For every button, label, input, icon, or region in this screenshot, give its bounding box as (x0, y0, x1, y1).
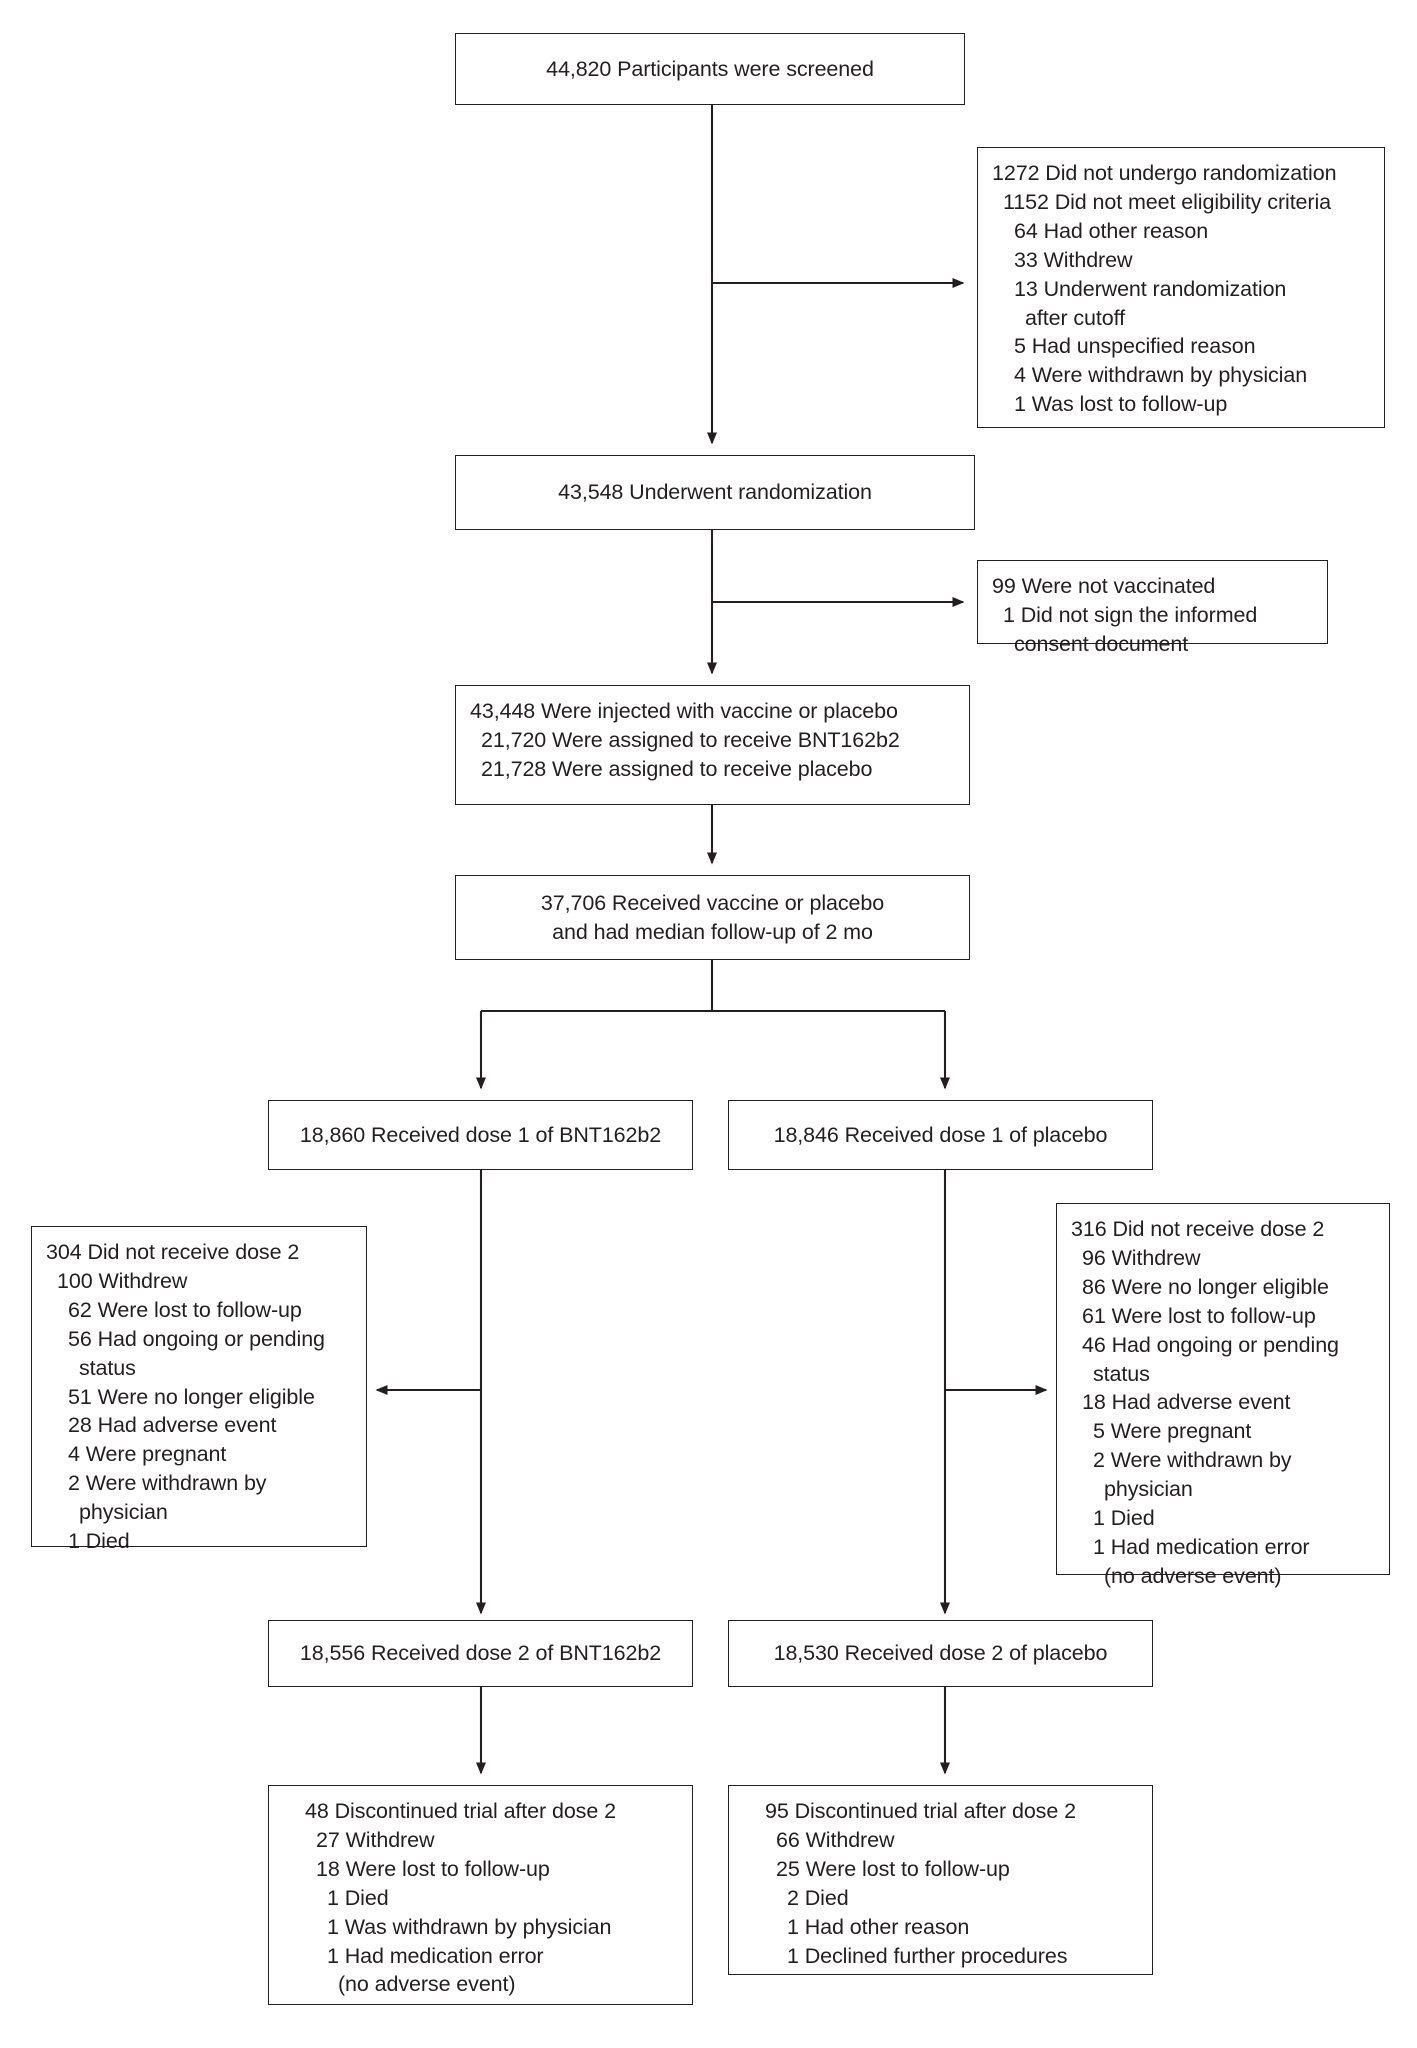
node-line: 1 Declined further procedures (787, 1943, 1068, 1968)
node-screened-text: 44,820 Participants were screened (546, 55, 874, 84)
node-line: 100 Withdrew (57, 1268, 188, 1293)
node-line: 43,448 Were injected with vaccine or pla… (470, 699, 898, 723)
node-line: 21,720 Were assigned to receive BNT162b2 (481, 727, 900, 752)
node-line: 64 Had other reason (1014, 218, 1209, 243)
node-line: 43,548 Underwent randomization (558, 480, 872, 505)
node-not-randomized: 1272 Did not undergo randomization 1152 D… (977, 147, 1385, 428)
node-no-dose2-vaccine-text: 304 Did not receive dose 2 100 Withdrew 62… (46, 1238, 354, 1556)
node-line: 51 Were no longer eligible (68, 1384, 315, 1409)
node-no-dose2-placebo: 316 Did not receive dose 2 96 Withdrew 86 … (1056, 1203, 1390, 1588)
node-line: 5 Were pregnant (1093, 1419, 1252, 1444)
node-line: 86 Were no longer eligible (1082, 1274, 1329, 1299)
node-line: 61 Were lost to follow-up (1082, 1303, 1316, 1328)
node-line: 48 Discontinued trial after dose 2 (305, 1799, 616, 1823)
node-dose1-placebo-text: 18,846 Received dose 1 of placebo (774, 1121, 1108, 1150)
node-dose2-placebo-text: 18,530 Received dose 2 of placebo (774, 1639, 1108, 1668)
node-line: 44,820 Participants were screened (546, 56, 874, 81)
node-line: (no adverse event) (338, 1972, 516, 1997)
node-line: status (79, 1355, 136, 1380)
node-not-vaccinated-text: 99 Were not vaccinated 1 Did not sign the… (992, 572, 1315, 659)
node-line: 25 Were lost to follow-up (776, 1856, 1010, 1881)
node-line: 13 Underwent randomization (1014, 276, 1287, 301)
node-line: 27 Withdrew (316, 1827, 435, 1852)
node-no-dose2-vaccine: 304 Did not receive dose 2 100 Withdrew 62… (31, 1226, 367, 1553)
node-line: 304 Did not receive dose 2 (46, 1240, 300, 1264)
node-dose2-vaccine-text: 18,556 Received dose 2 of BNT162b2 (300, 1639, 661, 1668)
node-line: 1 Was lost to follow-up (1014, 392, 1228, 417)
node-line: 1 Did not sign the informed (1003, 602, 1258, 627)
node-line: 1 Had other reason (787, 1914, 970, 1939)
node-line: 1152 Did not meet eligibility criteria (1003, 189, 1332, 214)
node-line: after cutoff (1025, 305, 1125, 330)
node-line: 4 Were withdrawn by physician (1014, 363, 1308, 388)
node-randomized-text: 43,548 Underwent randomization (558, 478, 872, 507)
node-line: 316 Did not receive dose 2 (1071, 1217, 1325, 1241)
node-line: consent document (1014, 631, 1189, 656)
node-randomized: 43,548 Underwent randomization (455, 455, 975, 530)
node-line: 66 Withdrew (776, 1827, 895, 1852)
node-line: 21,728 Were assigned to receive placebo (481, 756, 873, 781)
node-line: 18 Were lost to follow-up (316, 1856, 550, 1881)
node-no-dose2-placebo-text: 316 Did not receive dose 2 96 Withdrew 86 … (1071, 1215, 1377, 1591)
node-line: 1 Died (327, 1885, 389, 1910)
node-discontinued-placebo-text: 95 Discontinued trial after dose 2 66 Wit… (743, 1797, 1140, 1970)
node-line: 1 Died (1093, 1506, 1155, 1531)
node-screened: 44,820 Participants were screened (455, 33, 965, 105)
node-line: status (1093, 1361, 1150, 1386)
node-discontinued-vaccine-text: 48 Discontinued trial after dose 2 27 Wit… (283, 1797, 680, 1999)
node-line: 1 Died (68, 1529, 130, 1554)
node-line: 95 Discontinued trial after dose 2 (765, 1799, 1076, 1823)
node-dose2-vaccine: 18,556 Received dose 2 of BNT162b2 (268, 1620, 693, 1687)
node-injected: 43,448 Were injected with vaccine or pla… (455, 685, 970, 805)
node-line: 2 Died (787, 1885, 849, 1910)
node-line: 46 Had ongoing or pending (1082, 1332, 1339, 1357)
node-line: 28 Had adverse event (68, 1413, 277, 1438)
node-received-followup-text: 37,706 Received vaccine or placebo and ha… (541, 889, 884, 947)
node-dose1-placebo: 18,846 Received dose 1 of placebo (728, 1100, 1153, 1170)
node-not-vaccinated: 99 Were not vaccinated 1 Did not sign the… (977, 560, 1328, 656)
node-line: and had median follow-up of 2 mo (552, 919, 873, 944)
node-line: 18,860 Received dose 1 of BNT162b2 (299, 1122, 662, 1147)
node-line: 2 Were withdrawn by (68, 1471, 267, 1496)
node-line: 18,556 Received dose 2 of BNT162b2 (299, 1641, 662, 1666)
node-line: 1 Had medication error (1093, 1534, 1310, 1559)
node-line: 62 Were lost to follow-up (68, 1297, 302, 1322)
node-line: physician (79, 1500, 168, 1525)
node-line: 18,846 Received dose 1 of placebo (773, 1122, 1108, 1147)
node-line: 1 Was withdrawn by physician (327, 1914, 612, 1939)
node-dose2-placebo: 18,530 Received dose 2 of placebo (728, 1620, 1153, 1687)
node-line: 4 Were pregnant (68, 1442, 227, 1467)
node-line: 56 Had ongoing or pending (68, 1326, 325, 1351)
node-line: 37,706 Received vaccine or placebo (540, 890, 885, 915)
node-line: 99 Were not vaccinated (992, 574, 1216, 598)
node-injected-text: 43,448 Were injected with vaccine or pla… (470, 697, 957, 784)
node-dose1-vaccine: 18,860 Received dose 1 of BNT162b2 (268, 1100, 693, 1170)
node-line: 96 Withdrew (1082, 1245, 1201, 1270)
node-not-randomized-text: 1272 Did not undergo randomization 1152 D… (992, 159, 1372, 419)
node-discontinued-placebo: 95 Discontinued trial after dose 2 66 Wit… (728, 1785, 1153, 1975)
node-line: 33 Withdrew (1014, 247, 1133, 272)
node-dose1-vaccine-text: 18,860 Received dose 1 of BNT162b2 (300, 1121, 661, 1150)
node-line: 2 Were withdrawn by (1093, 1448, 1292, 1473)
node-line: 1272 Did not undergo randomization (992, 161, 1337, 185)
node-line: 1 Had medication error (327, 1943, 544, 1968)
node-line: 18,530 Received dose 2 of placebo (773, 1641, 1108, 1666)
node-line: 18 Had adverse event (1082, 1390, 1291, 1415)
node-line: physician (1104, 1477, 1193, 1502)
node-line: 5 Had unspecified reason (1014, 334, 1256, 359)
node-received-followup: 37,706 Received vaccine or placebo and ha… (455, 875, 970, 960)
node-line: (no adverse event) (1104, 1563, 1282, 1588)
node-discontinued-vaccine: 48 Discontinued trial after dose 2 27 Wit… (268, 1785, 693, 2005)
